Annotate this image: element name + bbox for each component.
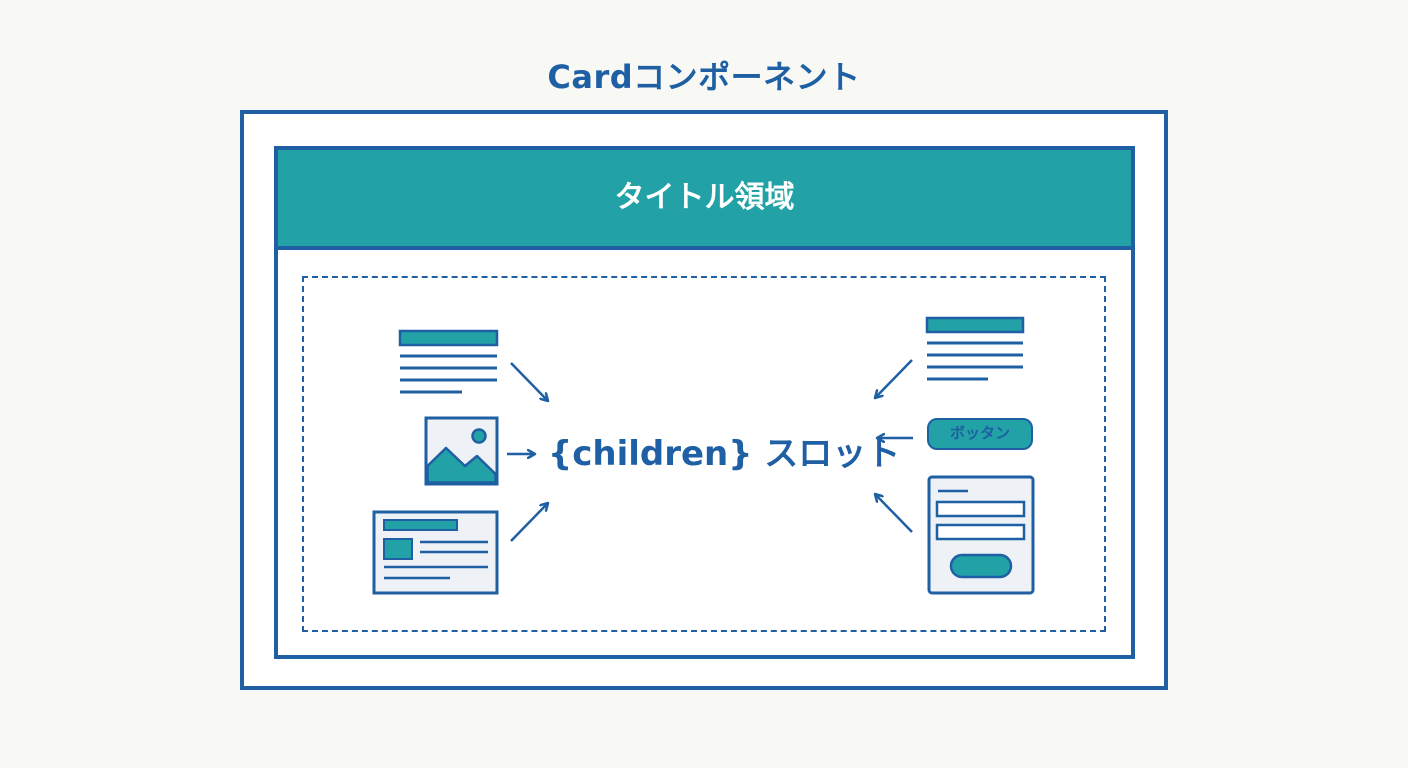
title-region: タイトル領域 — [278, 150, 1131, 250]
image-icon — [424, 416, 499, 486]
button-label: ボッタン — [949, 424, 1010, 442]
children-slot-area — [302, 276, 1106, 632]
arrow — [875, 494, 913, 533]
children-slot-label: {children} スロット — [548, 434, 901, 474]
media-card-icon — [372, 510, 499, 595]
button-icon: ボッタン — [927, 418, 1033, 450]
text-block-icon — [398, 329, 499, 394]
arrow — [510, 362, 548, 401]
text-block-icon — [925, 316, 1025, 381]
diagram-title: Cardコンポーネント — [547, 58, 861, 96]
arrow — [510, 503, 548, 542]
arrow — [875, 359, 913, 398]
form-icon — [927, 475, 1035, 595]
title-region-label: タイトル領域 — [614, 180, 795, 215]
